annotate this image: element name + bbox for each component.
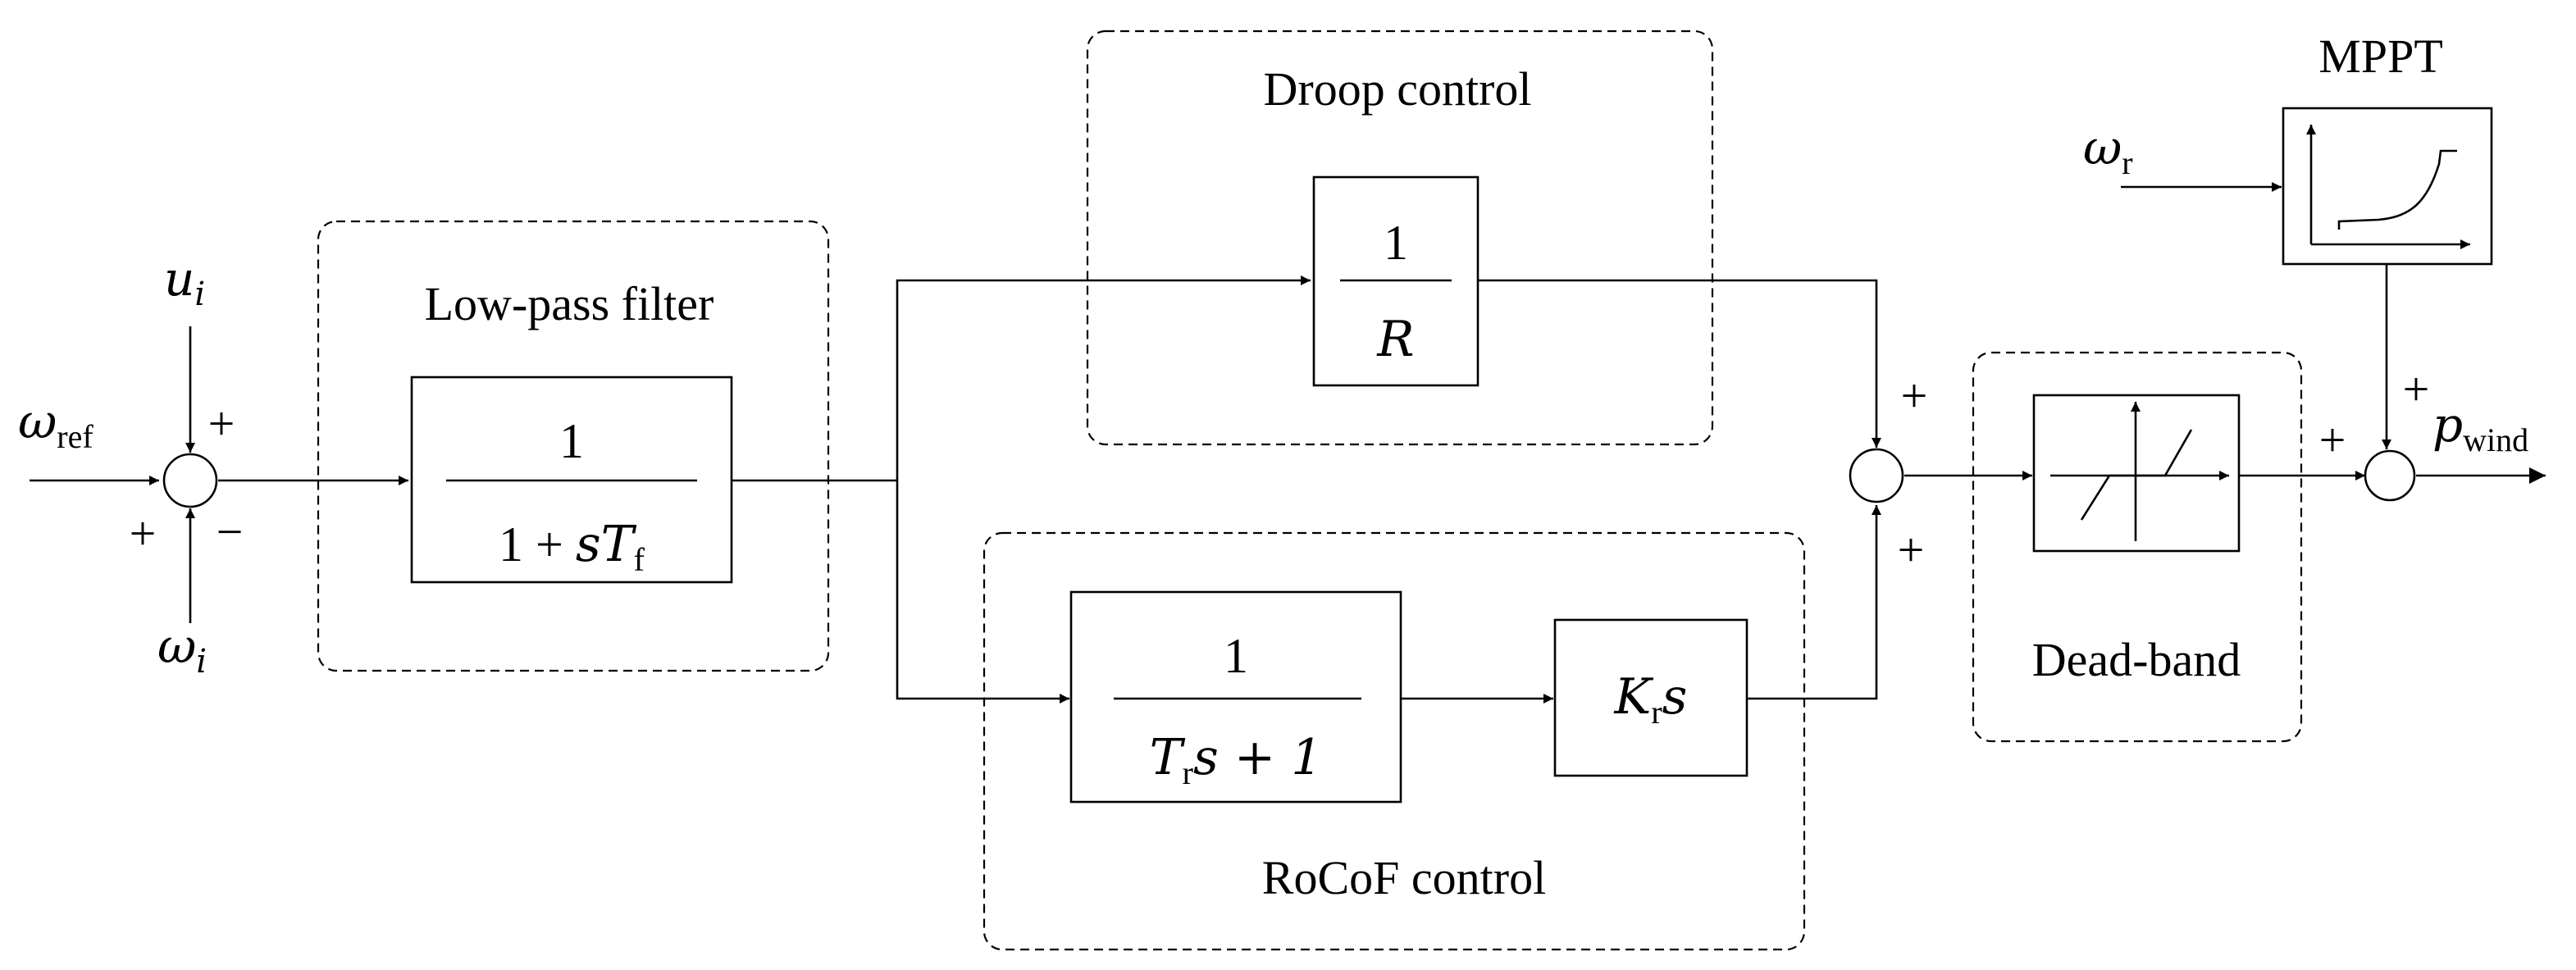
droop-numerator: 1 (1384, 216, 1408, 270)
mppt-block (2282, 107, 2493, 266)
sign-sum3-top: + (2403, 362, 2430, 416)
u-i-label: ui (164, 251, 205, 313)
rocof-filter-numerator: 1 (1224, 629, 1248, 683)
p-wind-label: pwind (2432, 397, 2528, 458)
omega-ref-label: ωref (18, 394, 93, 455)
wire-branch-to-rocof (896, 480, 1069, 704)
droop-denominator: R (1376, 311, 1414, 368)
omega-r-label: ωr (2083, 120, 2133, 181)
wire-gain-to-sum2 (1747, 505, 1881, 700)
sign-sum2-bottom: + (1898, 523, 1925, 576)
mppt-curve-icon (2306, 125, 2470, 249)
sign-sum2-top: + (1901, 369, 1928, 422)
rocof-filter-block (1069, 590, 1402, 804)
sign-sum1-top: + (208, 397, 235, 450)
rocof-gain-label: Krs (1614, 668, 1688, 731)
droop-title: Droop control (1264, 62, 1532, 116)
sign-sum1-left: + (130, 507, 157, 560)
lowpass-title: Low-pass filter (425, 277, 714, 330)
rocof-gain-block (1553, 618, 1748, 777)
wire-droop-to-sum2 (1476, 279, 1881, 448)
rocof-group-frame (983, 531, 1806, 951)
droop-group-frame (1086, 30, 1714, 446)
sum-junction-combine (1849, 448, 1904, 503)
mppt-title: MPPT (2318, 30, 2443, 83)
sign-sum1-bottom: − (217, 505, 244, 558)
deadband-group-frame (1972, 351, 2303, 743)
rocof-title: RoCoF control (1262, 851, 1546, 904)
sum-junction-output (2364, 449, 2416, 502)
sign-sum3-left: + (2319, 413, 2346, 467)
wire-branch-to-droop (896, 276, 1311, 480)
rocof-filter-denominator: Trs + 1 (1150, 729, 1323, 791)
deadband-characteristic-icon (2050, 402, 2229, 541)
omega-i-label: ωi (157, 618, 207, 681)
lowpass-group-frame (317, 220, 830, 672)
lowpass-denominator: 1 + sTf (499, 516, 645, 578)
deadband-title: Dead-band (2032, 633, 2241, 686)
lowpass-numerator: 1 (559, 414, 584, 468)
sum-junction-input (162, 453, 218, 508)
